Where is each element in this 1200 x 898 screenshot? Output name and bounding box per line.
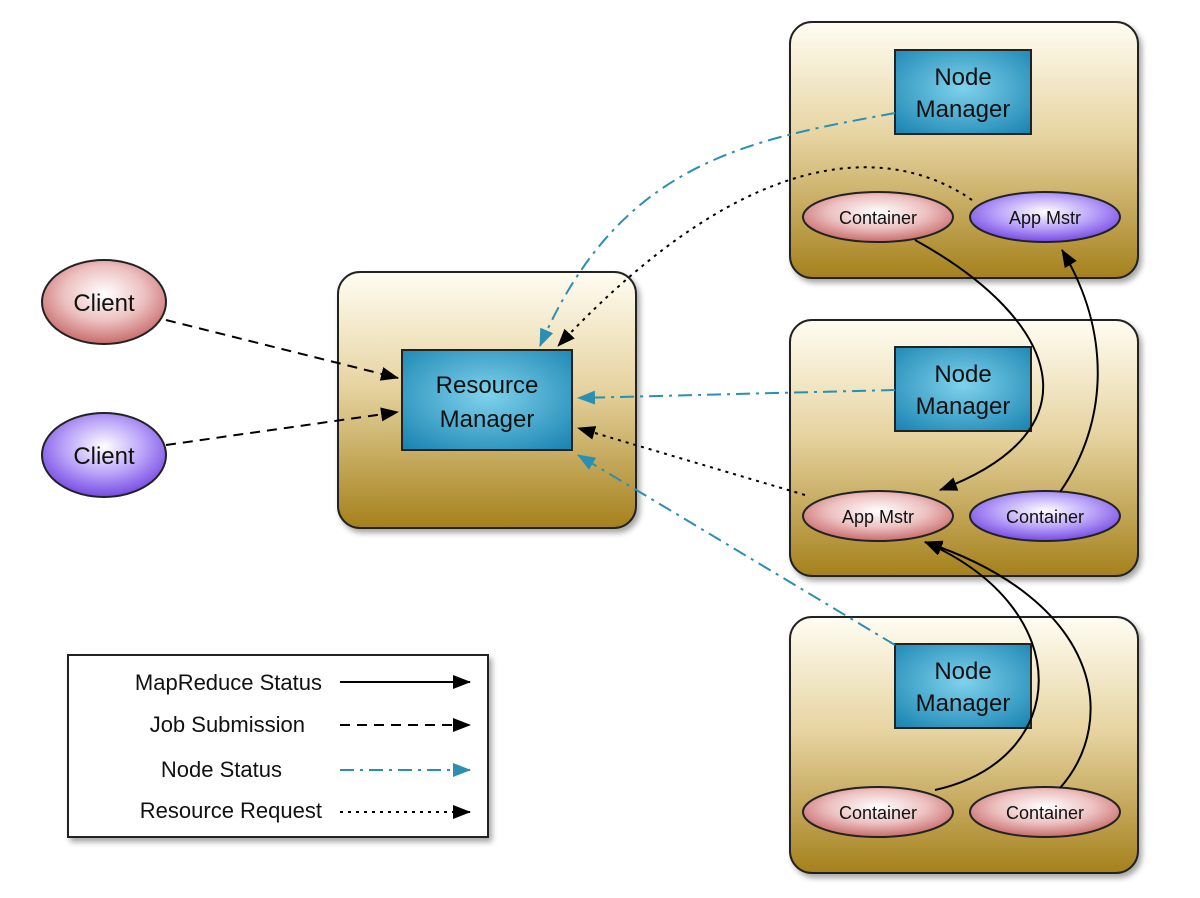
resource-manager-label-line1: Resource [436, 372, 539, 399]
mapreduce-status-arrow-4 [924, 540, 1092, 789]
node-status-arrow-3 [577, 454, 896, 646]
node-status-arrow-2 [577, 389, 896, 405]
node-manager-2-line2: Manager [916, 393, 1011, 420]
node-2-container: Container [969, 490, 1121, 542]
legend: MapReduce Status Job Submission Node Sta… [67, 654, 489, 838]
node-manager-2-line1: Node [934, 361, 991, 388]
client-purple: Client [41, 412, 167, 498]
client-red: Client [41, 259, 167, 345]
legend-label-resource-request: Resource Request [140, 798, 322, 823]
node-1-container: Container [802, 191, 954, 243]
node-manager-3-line2: Manager [916, 690, 1011, 717]
legend-label-job-submission: Job Submission [150, 712, 305, 737]
job-submission-arrow-1 [165, 319, 399, 381]
node-manager-1: Node Manager [894, 49, 1032, 135]
legend-label-mapreduce-status: MapReduce Status [135, 670, 322, 695]
job-submission-arrow-2 [165, 407, 399, 446]
node-manager-3-line1: Node [934, 658, 991, 685]
mapreduce-status-arrow-3 [924, 541, 1040, 791]
mapreduce-status-arrow-1 [914, 239, 1045, 491]
legend-item-mapreduce-status: MapReduce Status [135, 670, 471, 695]
node-3-container-left-label: Container [839, 803, 917, 823]
resource-manager-box [401, 349, 573, 451]
mapreduce-status-arrow-2 [1059, 249, 1099, 493]
node-1-app-master-label: App Mstr [1009, 208, 1081, 228]
node-manager-2: Node Manager [894, 346, 1032, 432]
node-manager-3: Node Manager [894, 643, 1032, 729]
client-red-label: Client [73, 290, 135, 317]
legend-item-node-status: Node Status [161, 757, 471, 782]
legend-label-node-status: Node Status [161, 757, 282, 782]
legend-item-job-submission: Job Submission [150, 712, 471, 737]
legend-item-resource-request: Resource Request [140, 798, 471, 823]
node-2-container-label: Container [1006, 507, 1084, 527]
node-3-container-right: Container [969, 786, 1121, 838]
node-3-container-left: Container [802, 786, 954, 838]
node-3-container-right-label: Container [1006, 803, 1084, 823]
node-2-app-master: App Mstr [802, 490, 954, 542]
node-manager-1-line1: Node [934, 64, 991, 91]
node-1-container-label: Container [839, 208, 917, 228]
node-1-app-master: App Mstr [969, 191, 1121, 243]
client-purple-label: Client [73, 443, 135, 470]
resource-manager-panel: Resource Manager [337, 271, 637, 529]
node-manager-1-line2: Manager [916, 96, 1011, 123]
resource-manager-label-line2: Manager [440, 406, 535, 433]
node-status-arrow-1 [539, 112, 896, 347]
node-2-app-master-label: App Mstr [842, 507, 914, 527]
